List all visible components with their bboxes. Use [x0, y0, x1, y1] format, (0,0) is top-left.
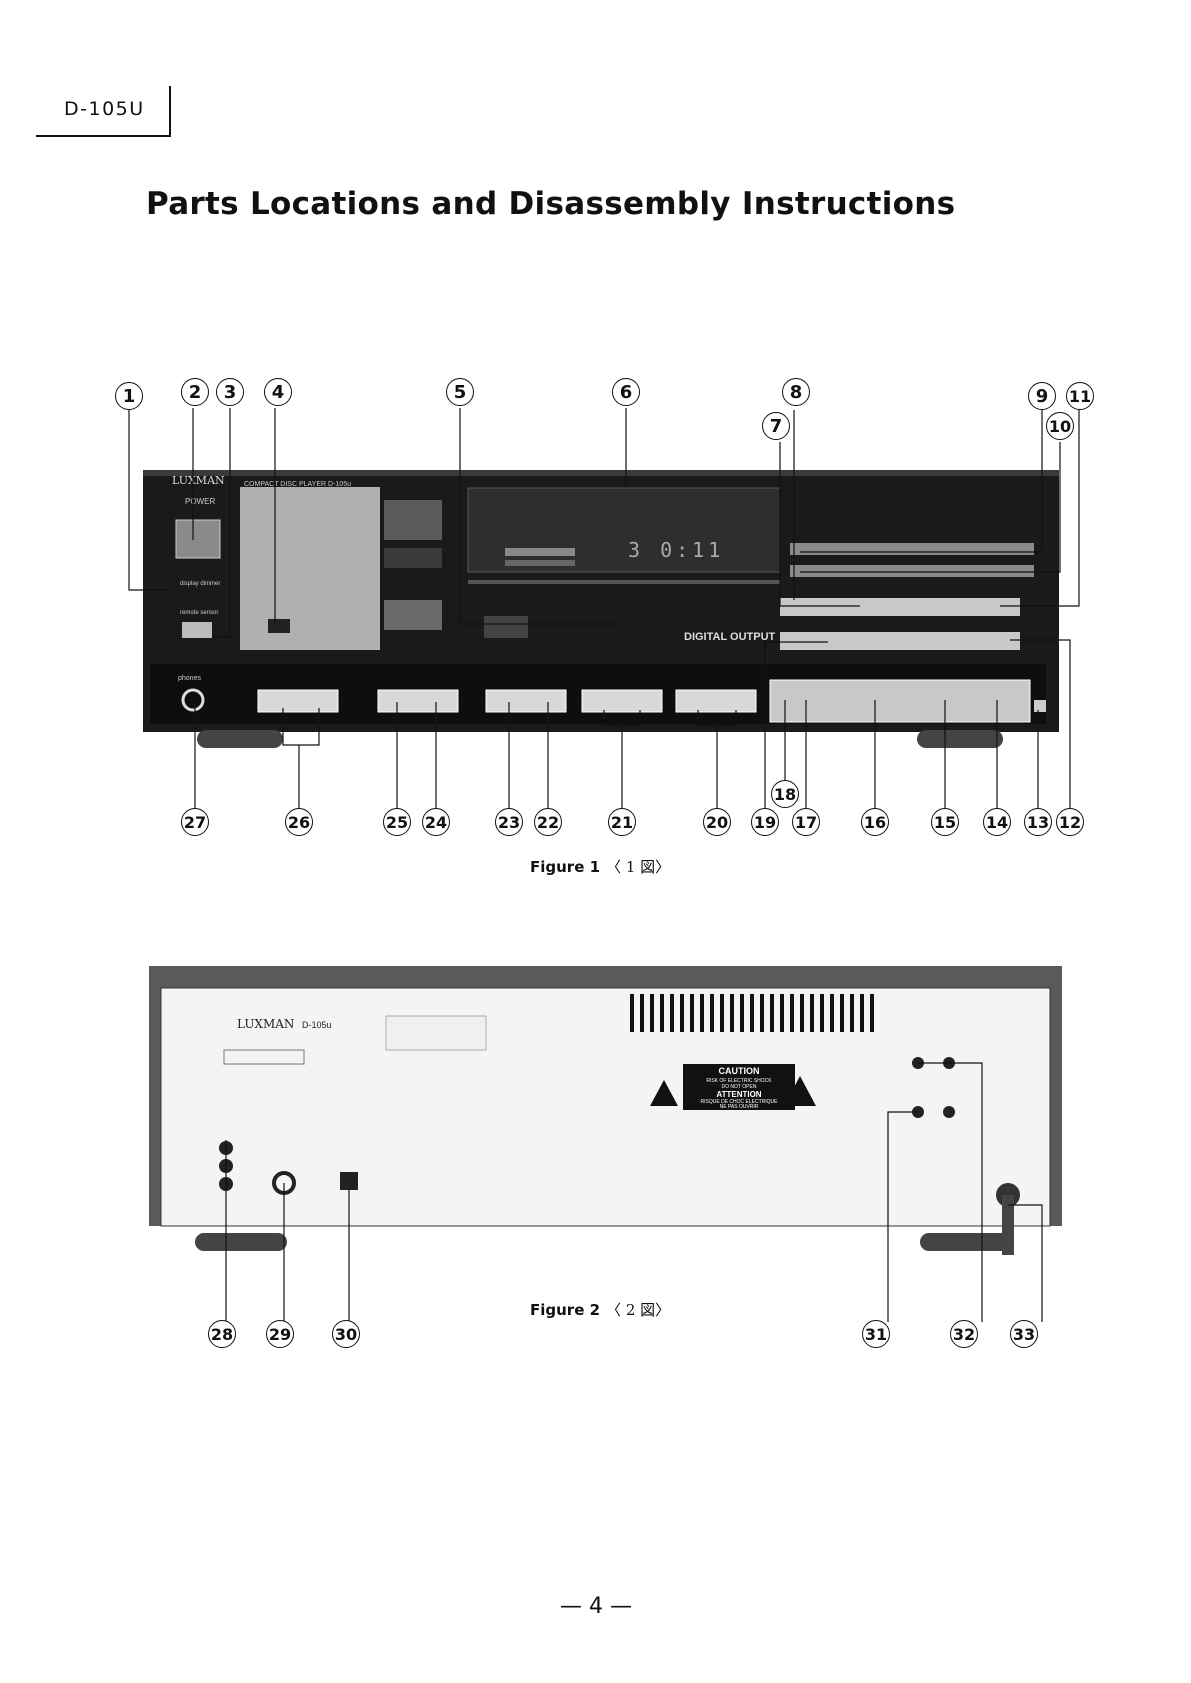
phones-label: phones	[178, 675, 201, 682]
callout-4: 4	[264, 378, 292, 406]
callout-6: 6	[612, 378, 640, 406]
digital-output-label: DIGITAL OUTPUT	[684, 631, 776, 643]
callout-9: 9	[1028, 382, 1056, 410]
callout-12: 12	[1056, 808, 1084, 836]
callout-10: 10	[1046, 412, 1074, 440]
figure-1-caption: Figure 1〈 1 図〉	[530, 858, 671, 876]
figure-2-rear-panel: LUXMAN D-105u CAUTION RISK OF ELECTRIC S…	[149, 966, 1062, 1322]
brand-logo: LUXMAN	[172, 474, 225, 487]
callout-24: 24	[422, 808, 450, 836]
callout-22: 22	[534, 808, 562, 836]
page-title: Parts Locations and Disassembly Instruct…	[146, 186, 956, 222]
callout-31: 31	[862, 1320, 890, 1348]
callout-7: 7	[762, 412, 790, 440]
button-pair-26[interactable]	[257, 689, 339, 713]
power-label: POWER	[185, 497, 215, 506]
callout-25: 25	[383, 808, 411, 836]
callout-21: 21	[608, 808, 636, 836]
callout-29: 29	[266, 1320, 294, 1348]
vent-slots	[630, 994, 874, 1032]
button-pair-25-24[interactable]	[377, 689, 459, 713]
callout-15: 15	[931, 808, 959, 836]
button-pair-20[interactable]	[675, 689, 757, 713]
remote-sensor	[182, 622, 212, 638]
callout-32: 32	[950, 1320, 978, 1348]
transport-buttons[interactable]	[769, 679, 1031, 723]
callout-2: 2	[181, 378, 209, 406]
callout-26: 26	[285, 808, 313, 836]
callout-33: 33	[1010, 1320, 1038, 1348]
tag-rule	[36, 135, 170, 137]
figure-1-front-panel: LUXMAN POWER display dimmer remote senso…	[128, 408, 1080, 810]
callout-8: 8	[782, 378, 810, 406]
attention-title: ATTENTION	[716, 1090, 761, 1099]
button-pair-21[interactable]	[581, 689, 663, 713]
callout-14: 14	[983, 808, 1011, 836]
callout-27: 27	[181, 808, 209, 836]
phones-jack[interactable]	[181, 688, 205, 712]
power-button[interactable]	[175, 519, 221, 559]
callout-16: 16	[861, 808, 889, 836]
button-pair-23-22[interactable]	[485, 689, 567, 713]
attention-line: RISQUE DE CHOC ELECTRIQUE	[701, 1099, 779, 1105]
page-number: — 4 —	[560, 1594, 632, 1619]
disc-tray[interactable]	[240, 487, 380, 650]
tag-rule	[169, 86, 171, 137]
callout-5: 5	[446, 378, 474, 406]
open-close-button[interactable]	[268, 619, 290, 633]
callout-13: 13	[1024, 808, 1052, 836]
callout-23: 23	[495, 808, 523, 836]
rear-model: D-105u	[302, 1020, 332, 1030]
callout-30: 30	[332, 1320, 360, 1348]
display-readout: 3 0:11	[628, 538, 724, 562]
callout-17: 17	[792, 808, 820, 836]
fl-display	[467, 487, 781, 573]
figure-2-caption: Figure 2〈 2 図〉	[530, 1301, 671, 1319]
callout-11: 11	[1066, 382, 1094, 410]
optical-jack[interactable]	[340, 1172, 358, 1190]
callout-3: 3	[216, 378, 244, 406]
caution-title: CAUTION	[719, 1066, 760, 1076]
caution-line: RISK OF ELECTRIC SHOCK	[706, 1078, 772, 1084]
analog-out-jack[interactable]	[943, 1106, 955, 1118]
callout-19: 19	[751, 808, 779, 836]
attention-line: NE PAS OUVRIR	[720, 1104, 759, 1110]
model-tag: D-105U	[64, 98, 145, 120]
rear-brand: LUXMAN	[237, 1017, 294, 1031]
display-dimmer-label: display dimmer	[180, 581, 220, 587]
caution-line: DO NOT OPEN	[722, 1084, 757, 1090]
model-label: COMPACT DISC PLAYER D-105u	[244, 481, 351, 488]
callout-20: 20	[703, 808, 731, 836]
callout-28: 28	[208, 1320, 236, 1348]
callout-18: 18	[771, 780, 799, 808]
callout-1: 1	[115, 382, 143, 410]
remote-sensor-label: remote sensor	[180, 610, 218, 616]
